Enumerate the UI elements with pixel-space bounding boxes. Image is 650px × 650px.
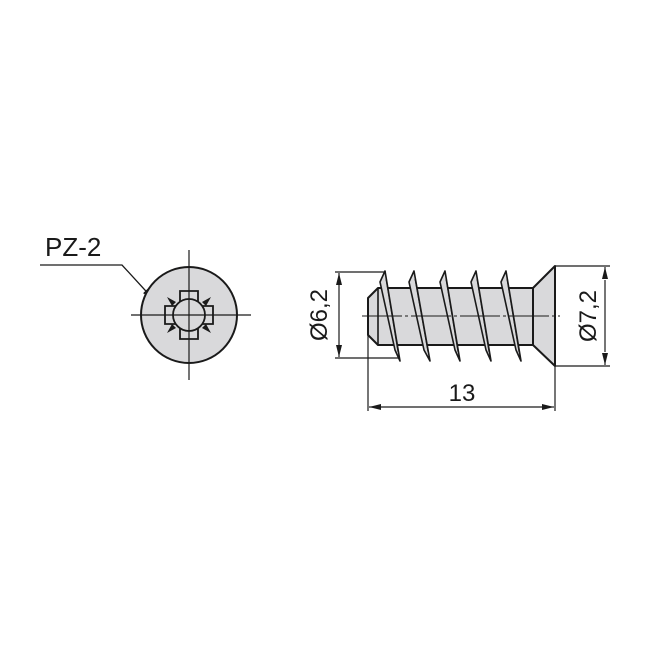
head-centerlines [131,250,251,380]
length-label: 13 [449,380,476,407]
thread-diameter-label: Ø6,2 [306,289,333,341]
side-view: Ø6,2 Ø7,2 13 [306,265,610,411]
head-view: PZ-2 [40,232,251,380]
drive-label: PZ-2 [45,232,101,262]
head-diameter-label: Ø7,2 [575,290,602,342]
length-dimension [367,335,556,411]
drive-leader [40,264,156,302]
head-diameter-dimension [555,265,610,367]
